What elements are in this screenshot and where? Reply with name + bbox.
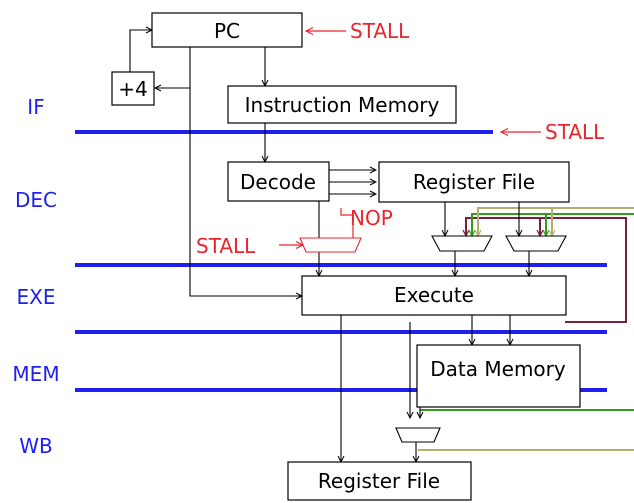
svg-text:STALL: STALL: [196, 234, 256, 258]
svg-text:Instruction Memory: Instruction Memory: [245, 93, 440, 117]
forward-olive-wire: [418, 207, 634, 451]
register-file-top-box: Register File: [378, 161, 570, 203]
register-file-bottom-box: Register File: [287, 461, 472, 501]
instruction-memory-box: Instruction Memory: [227, 85, 457, 124]
forward-mem-wire: [466, 217, 627, 323]
svg-text:Register File: Register File: [318, 469, 440, 493]
decode-box: Decode: [227, 161, 330, 202]
execute-box: Execute: [301, 275, 567, 316]
svg-text:STALL: STALL: [545, 120, 605, 144]
datapath-wires: [129, 30, 529, 462]
svg-text:Register File: Register File: [413, 170, 535, 194]
svg-text:STALL: STALL: [350, 19, 410, 43]
svg-text:Execute: Execute: [394, 283, 474, 307]
stall-mux: [299, 237, 362, 253]
stage-label-dec: DEC: [15, 188, 57, 212]
svg-text:+4: +4: [118, 77, 147, 101]
plus4-box: +4: [111, 71, 155, 106]
svg-text:Data Memory: Data Memory: [430, 357, 566, 381]
pc-stall-signal: STALL: [306, 19, 410, 43]
pc-box: PC: [151, 12, 303, 48]
forward-mux-a: [431, 235, 493, 252]
nop-signal: NOP: [340, 206, 393, 238]
dec-stall-signal: STALL: [196, 234, 303, 258]
stage-label-mem: MEM: [12, 362, 59, 386]
stage-label-exe: EXE: [17, 285, 56, 309]
writeback-mux: [395, 427, 441, 443]
forward-wb-wire: [420, 213, 634, 411]
stage-label-wb: WB: [19, 434, 53, 458]
svg-text:NOP: NOP: [350, 206, 393, 230]
stage-label-if: IF: [27, 95, 44, 119]
data-memory-box: Data Memory: [416, 344, 581, 408]
if-stall-signal: STALL: [501, 120, 605, 144]
forward-mux-b: [505, 235, 567, 252]
svg-text:PC: PC: [214, 19, 240, 43]
svg-text:Decode: Decode: [240, 170, 316, 194]
